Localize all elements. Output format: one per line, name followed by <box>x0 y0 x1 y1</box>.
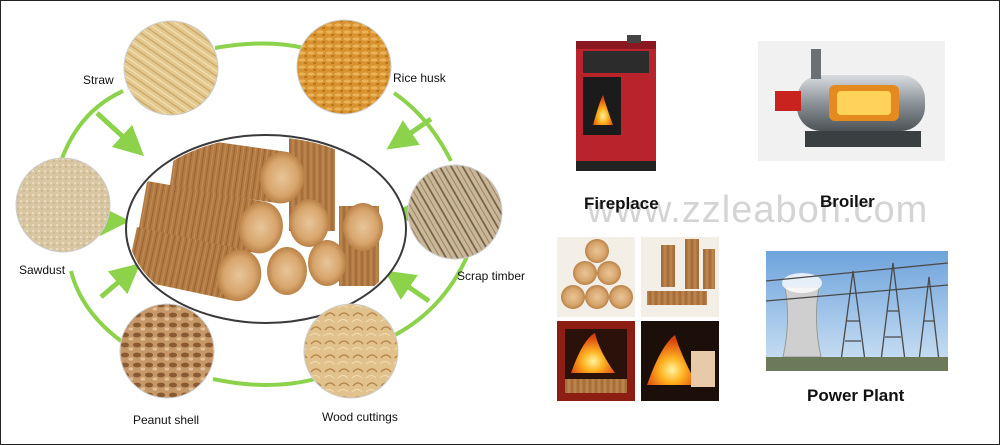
briquettes-photo <box>125 134 407 324</box>
cycle-connector <box>59 41 473 387</box>
label-sawdust: Sawdust <box>19 263 66 277</box>
fuel-collage-photo <box>557 237 719 401</box>
label-peanut-shell: Peanut shell <box>133 413 200 427</box>
material-peanut-shell-photo <box>119 303 215 399</box>
fireplace-photo <box>576 35 656 171</box>
label-broiler: Broiler <box>820 192 875 211</box>
label-power-plant: Power Plant <box>807 386 905 405</box>
material-scrap-timber-photo <box>407 164 503 260</box>
watermark: www.zzleabon.com <box>587 189 929 231</box>
label-wood-cuttings: Wood cuttings <box>322 410 398 424</box>
label-scrap-timber: Scrap timber <box>457 269 526 283</box>
material-straw-photo <box>123 20 219 116</box>
material-rice-husk-photo <box>296 19 392 115</box>
material-sawdust-photo <box>15 157 111 253</box>
label-fireplace: Fireplace <box>584 194 659 213</box>
material-wood-cuttings-photo <box>303 303 399 399</box>
label-rice-husk: Rice husk <box>393 71 446 85</box>
label-straw: Straw <box>83 73 114 87</box>
broiler-photo <box>758 41 945 161</box>
power-plant-photo <box>765 251 949 371</box>
